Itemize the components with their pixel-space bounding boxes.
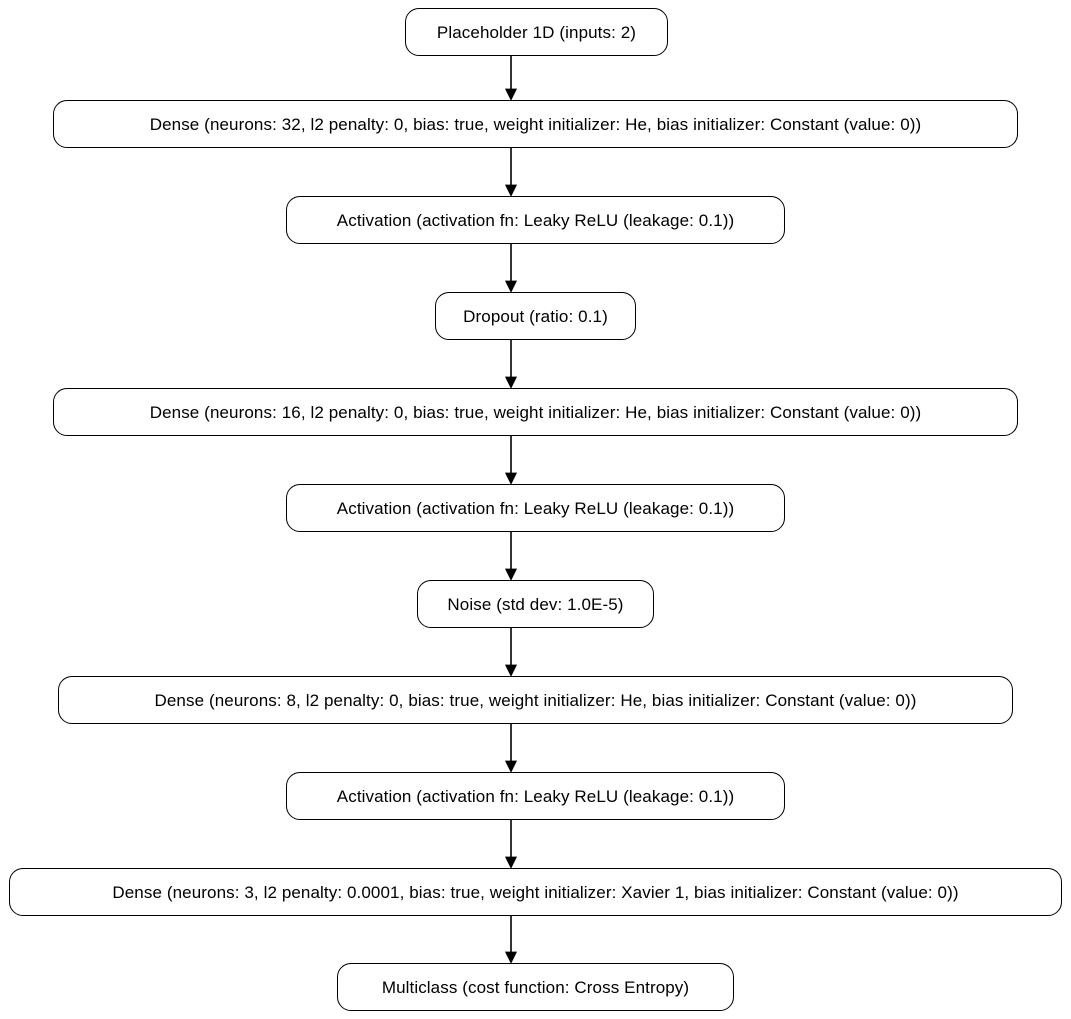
graph-edge: [487, 820, 535, 869]
graph-edge: [487, 916, 535, 964]
graph-node-dense-16[interactable]: Dense (neurons: 16, l2 penalty: 0, bias:…: [53, 388, 1018, 436]
arrow-icon: [504, 916, 518, 964]
graph-node-label: Activation (activation fn: Leaky ReLU (l…: [336, 498, 735, 518]
arrow-icon: [504, 148, 518, 197]
graph-node-dense-3[interactable]: Dense (neurons: 3, l2 penalty: 0.0001, b…: [9, 868, 1062, 916]
graph-node-dropout[interactable]: Dropout (ratio: 0.1): [435, 292, 636, 340]
graph-node-label: Dense (neurons: 8, l2 penalty: 0, bias: …: [154, 690, 917, 710]
arrow-icon: [504, 724, 518, 773]
graph-node-placeholder[interactable]: Placeholder 1D (inputs: 2): [405, 8, 668, 56]
arrow-icon: [504, 628, 518, 677]
graph-node-label: Dropout (ratio: 0.1): [463, 306, 608, 326]
graph-edge: [487, 56, 535, 101]
graph-edge: [487, 244, 535, 293]
arrow-icon: [504, 436, 518, 485]
graph-node-label: Noise (std dev: 1.0E-5): [447, 594, 624, 614]
graph-node-dense-32[interactable]: Dense (neurons: 32, l2 penalty: 0, bias:…: [53, 100, 1018, 148]
graph-node-multiclass[interactable]: Multiclass (cost function: Cross Entropy…: [337, 963, 734, 1011]
graph-node-activation-3[interactable]: Activation (activation fn: Leaky ReLU (l…: [286, 772, 785, 820]
arrow-icon: [504, 532, 518, 581]
graph-node-label: Multiclass (cost function: Cross Entropy…: [381, 977, 690, 997]
arrow-icon: [504, 56, 518, 101]
graph-node-activation-1[interactable]: Activation (activation fn: Leaky ReLU (l…: [286, 196, 785, 244]
graph-node-label: Dense (neurons: 3, l2 penalty: 0.0001, b…: [112, 882, 959, 902]
graph-edge: [487, 532, 535, 581]
graph-node-noise[interactable]: Noise (std dev: 1.0E-5): [417, 580, 654, 628]
graph-edge: [487, 628, 535, 677]
graph-node-label: Activation (activation fn: Leaky ReLU (l…: [336, 786, 735, 806]
graph-edge: [487, 724, 535, 773]
arrow-icon: [504, 244, 518, 293]
graph-edge: [487, 340, 535, 389]
graph-edge: [487, 148, 535, 197]
graph-node-label: Activation (activation fn: Leaky ReLU (l…: [336, 210, 735, 230]
arrow-icon: [504, 820, 518, 869]
graph-node-label: Placeholder 1D (inputs: 2): [436, 22, 637, 42]
graph-node-label: Dense (neurons: 16, l2 penalty: 0, bias:…: [149, 402, 922, 422]
graph-node-dense-8[interactable]: Dense (neurons: 8, l2 penalty: 0, bias: …: [58, 676, 1013, 724]
graph-node-activation-2[interactable]: Activation (activation fn: Leaky ReLU (l…: [286, 484, 785, 532]
graph-node-label: Dense (neurons: 32, l2 penalty: 0, bias:…: [149, 114, 922, 134]
arrow-icon: [504, 340, 518, 389]
graph-edge: [487, 436, 535, 485]
